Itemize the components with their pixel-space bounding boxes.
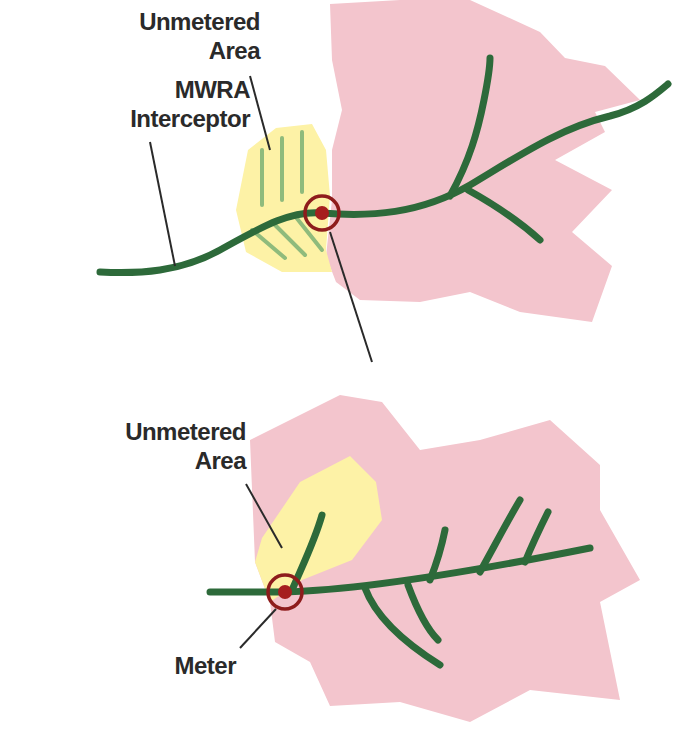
area-label: Unmetered Area — [96, 418, 246, 476]
hatch-lines — [252, 132, 322, 258]
meter-symbol — [305, 196, 339, 230]
meter-label: Meter — [116, 652, 236, 681]
leader-lines — [150, 76, 372, 648]
area-label: Unmetered Area — [110, 8, 260, 66]
interceptor-pipe — [210, 500, 590, 665]
meter-symbol — [268, 575, 302, 609]
metered-area — [326, 0, 640, 322]
metered-area — [250, 395, 640, 722]
interceptor-label: MWRA Interceptor — [80, 76, 250, 134]
